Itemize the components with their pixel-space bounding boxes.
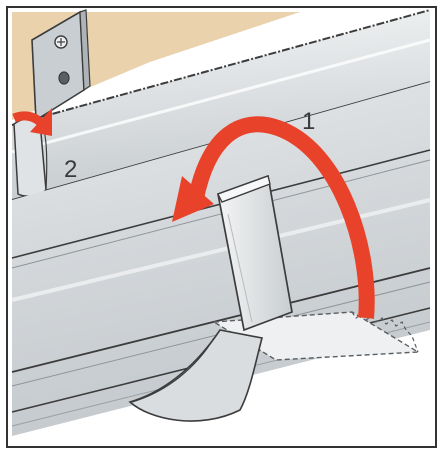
curved-arrow-icon <box>172 116 375 319</box>
frame-border <box>6 6 437 448</box>
gutter-bead <box>11 9 431 201</box>
wall-bracket <box>31 9 91 122</box>
bracket-strap <box>217 174 293 332</box>
screw-icon <box>54 35 68 49</box>
strap-underside <box>128 329 263 422</box>
bracket-hole <box>58 71 70 85</box>
push-arrow-icon <box>12 108 52 136</box>
step-number-1: 1 <box>302 108 316 135</box>
step-number-2: 2 <box>64 156 78 183</box>
